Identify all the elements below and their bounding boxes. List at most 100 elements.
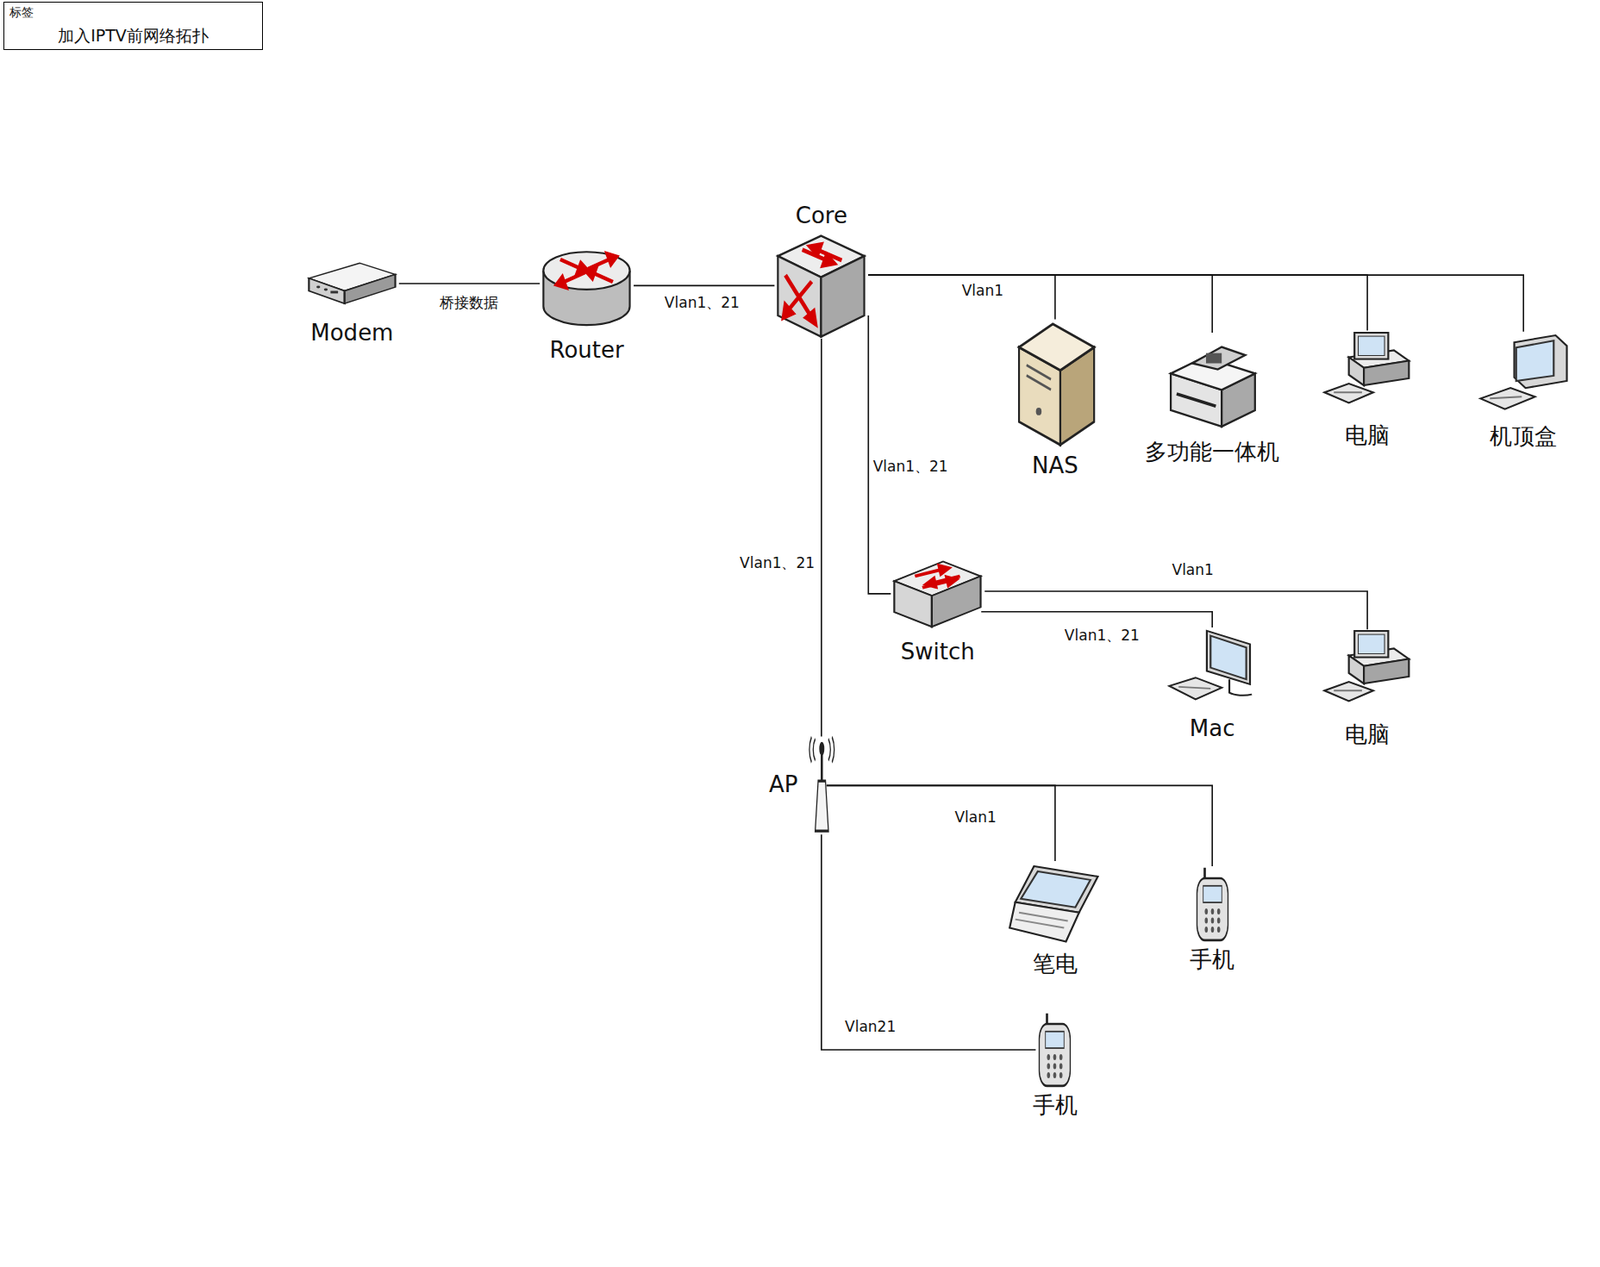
mac-icon bbox=[1165, 627, 1260, 712]
network-link bbox=[868, 275, 1056, 319]
icon-part bbox=[324, 288, 328, 292]
icon-part bbox=[1333, 690, 1363, 693]
icon-part bbox=[330, 291, 338, 294]
icon-part bbox=[1489, 396, 1522, 399]
icon-part bbox=[939, 565, 950, 574]
device-label: Switch bbox=[900, 639, 975, 666]
tag-label: 标签 bbox=[9, 5, 34, 21]
icon-part bbox=[1348, 656, 1363, 685]
device-node: 多功能一体机 bbox=[1144, 332, 1280, 466]
icon-part bbox=[808, 737, 834, 763]
icon-part bbox=[1210, 908, 1214, 915]
device-label: 电脑 bbox=[1344, 423, 1390, 450]
device-node: 电脑 bbox=[1320, 629, 1415, 749]
icon-part bbox=[915, 565, 961, 588]
network-link bbox=[981, 612, 1213, 628]
device-node: 手机 bbox=[1189, 866, 1235, 973]
icon-part bbox=[1354, 631, 1388, 658]
device-node: 手机 bbox=[1032, 1012, 1078, 1119]
device-label: AP bbox=[768, 772, 798, 799]
icon-part bbox=[1210, 917, 1214, 924]
icon-part bbox=[1206, 631, 1250, 685]
network-link bbox=[868, 275, 1524, 332]
device-node: Router bbox=[539, 238, 634, 364]
vlan-label: Vlan21 bbox=[842, 1018, 899, 1036]
icon-part bbox=[1217, 917, 1221, 924]
icon-part bbox=[1348, 356, 1363, 386]
icon-part bbox=[1059, 1063, 1063, 1070]
device-node: 笔电 bbox=[1007, 861, 1102, 978]
icon-part bbox=[806, 311, 816, 325]
icon-part bbox=[1047, 1063, 1051, 1070]
icon-part bbox=[1363, 659, 1409, 684]
icon-part bbox=[1204, 917, 1208, 924]
icon-part bbox=[817, 250, 842, 261]
icon-part bbox=[1053, 1072, 1057, 1079]
network-link bbox=[826, 785, 1213, 867]
network-link bbox=[821, 834, 1037, 1050]
icon-part bbox=[556, 277, 567, 288]
icon-part bbox=[778, 256, 822, 338]
icon-part bbox=[1202, 886, 1222, 903]
icon-part bbox=[1019, 324, 1095, 371]
icon-part bbox=[1354, 332, 1388, 360]
icon-part bbox=[922, 581, 949, 588]
device-label: Router bbox=[550, 337, 625, 364]
device-node: 电脑 bbox=[1320, 331, 1415, 450]
nas-icon bbox=[1007, 318, 1102, 448]
icon-part bbox=[556, 253, 618, 288]
icon-part bbox=[316, 286, 320, 289]
icon-part bbox=[787, 281, 813, 311]
vlan-label: Vlan1、21 bbox=[870, 457, 951, 475]
network-link bbox=[633, 285, 775, 288]
icon-part bbox=[1357, 634, 1384, 654]
printer-icon bbox=[1162, 332, 1262, 435]
icon-part bbox=[1045, 1031, 1065, 1049]
pc-icon bbox=[1320, 629, 1415, 718]
icon-part bbox=[818, 741, 825, 756]
network-link bbox=[868, 275, 1213, 333]
icon-part bbox=[1019, 912, 1069, 922]
ap-icon bbox=[803, 737, 841, 836]
network-link bbox=[868, 275, 1368, 331]
icon-part bbox=[1192, 346, 1245, 369]
icon-part bbox=[821, 256, 865, 338]
icon-part bbox=[1176, 393, 1216, 407]
icon-part bbox=[1053, 1063, 1057, 1070]
icon-part bbox=[1047, 1054, 1051, 1061]
icon-part bbox=[1515, 340, 1554, 382]
device-node: Switch bbox=[890, 553, 985, 667]
icon-part bbox=[1039, 1024, 1071, 1087]
device-node: Mac bbox=[1165, 627, 1260, 743]
icon-part bbox=[1333, 391, 1363, 394]
icon-part bbox=[1015, 919, 1065, 929]
icon-part bbox=[1059, 1054, 1063, 1061]
device-label: Core bbox=[795, 203, 848, 230]
icon-part bbox=[1168, 677, 1222, 700]
network-link bbox=[826, 785, 1056, 862]
icon-part bbox=[947, 576, 957, 585]
vlan-label: 桥接数据 bbox=[437, 293, 501, 312]
icon-part bbox=[1010, 902, 1081, 943]
router-icon bbox=[539, 238, 634, 333]
icon-part bbox=[588, 259, 610, 269]
icon-part bbox=[783, 243, 843, 324]
icon-part bbox=[1363, 360, 1409, 385]
icon-part bbox=[1357, 336, 1384, 356]
icon-part bbox=[1026, 375, 1051, 390]
icon-part bbox=[1217, 908, 1221, 915]
device-node: Core bbox=[774, 203, 869, 339]
icon-part bbox=[1204, 908, 1208, 915]
vlan-label: Vlan1 bbox=[1169, 561, 1217, 579]
device-label: 多功能一体机 bbox=[1144, 439, 1280, 466]
phone-icon bbox=[1035, 1012, 1075, 1088]
icon-part bbox=[1204, 926, 1208, 933]
device-label: 机顶盒 bbox=[1489, 424, 1557, 450]
icon-part bbox=[1196, 878, 1228, 941]
icon-part bbox=[1053, 1054, 1057, 1061]
icon-part bbox=[1178, 687, 1211, 689]
icon-part bbox=[308, 278, 344, 304]
icon-part bbox=[1229, 679, 1252, 696]
device-node: NAS bbox=[1007, 318, 1102, 479]
network-link bbox=[868, 315, 891, 594]
